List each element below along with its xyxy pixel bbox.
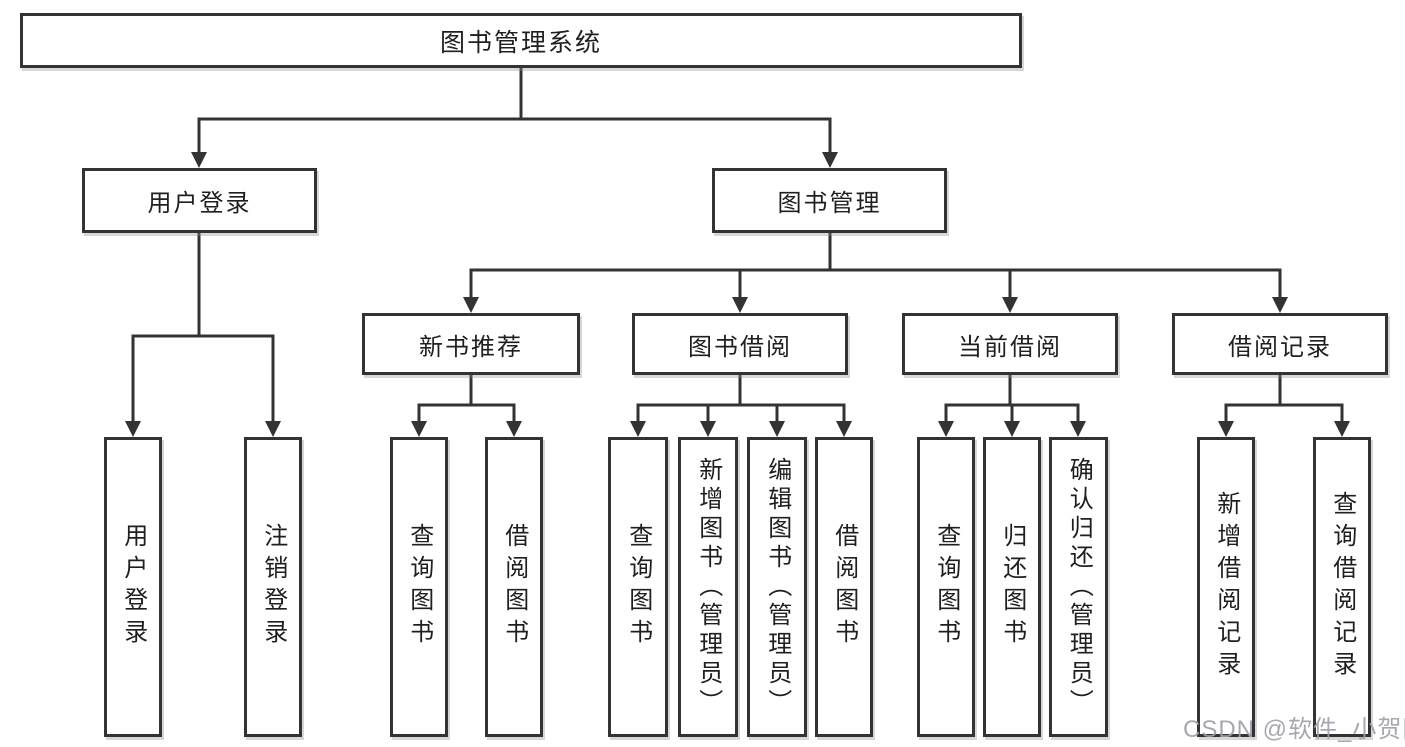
leaf-label: 编辑图书（管理员）	[763, 456, 791, 718]
node-label: 用户登录	[147, 190, 252, 217]
leaf-edit-book-admin: 编辑图书（管理员）	[747, 437, 807, 737]
node-label: 图书管理系统	[439, 28, 602, 57]
leaf-query-borrow-record: 查询借阅记录	[1313, 437, 1371, 737]
node-label: 当前借阅	[958, 333, 1062, 361]
leaf-label: 确认归还（管理员）	[1065, 456, 1093, 718]
leaf-label: 查询图书	[405, 523, 433, 651]
csdn-watermark: CSDN @软件_小贺同学	[1183, 716, 1405, 743]
leaf-borrow-books: 借阅图书	[815, 437, 873, 737]
leaf-label: 新增图书（管理员）	[694, 456, 722, 718]
node-label: 图书借阅	[688, 333, 792, 361]
leaf-label: 查询借阅记录	[1328, 491, 1356, 683]
leaf-label: 查询图书	[932, 523, 960, 651]
node-new-book-recommendation: 新书推荐	[362, 313, 580, 375]
node-book-management-branch: 图书管理	[712, 168, 947, 233]
leaf-confirm-return-admin: 确认归还（管理员）	[1049, 437, 1108, 737]
leaf-label: 借阅图书	[500, 523, 528, 651]
node-current-borrowing: 当前借阅	[902, 313, 1118, 375]
leaf-query-books-recommend: 查询图书	[390, 437, 448, 737]
leaf-query-books-borrow: 查询图书	[608, 437, 668, 737]
leaf-borrow-books-recommend: 借阅图书	[485, 437, 543, 737]
leaf-label: 用户登录	[119, 523, 147, 651]
leaf-add-book-admin: 新增图书（管理员）	[678, 437, 738, 737]
leaf-label: 注销登录	[259, 523, 287, 651]
node-label: 图书管理	[777, 190, 882, 217]
leaf-logout: 注销登录	[244, 437, 302, 737]
node-book-borrowing: 图书借阅	[632, 313, 848, 375]
leaf-user-login: 用户登录	[104, 437, 162, 737]
leaf-query-books-current: 查询图书	[917, 437, 975, 737]
node-label: 新书推荐	[419, 333, 523, 361]
leaf-return-book: 归还图书	[983, 437, 1041, 737]
connector-lines	[131, 68, 1344, 425]
arrowheads	[125, 152, 1350, 437]
node-library-management-system: 图书管理系统	[20, 13, 1022, 68]
node-borrowing-records: 借阅记录	[1172, 313, 1388, 375]
leaf-add-borrow-record: 新增借阅记录	[1197, 437, 1255, 737]
leaf-label: 借阅图书	[830, 523, 858, 651]
leaf-label: 归还图书	[998, 523, 1026, 651]
node-label: 借阅记录	[1228, 333, 1332, 361]
leaf-label: 查询图书	[624, 523, 652, 651]
leaf-label: 新增借阅记录	[1212, 491, 1240, 683]
node-user-login-branch: 用户登录	[82, 168, 317, 233]
